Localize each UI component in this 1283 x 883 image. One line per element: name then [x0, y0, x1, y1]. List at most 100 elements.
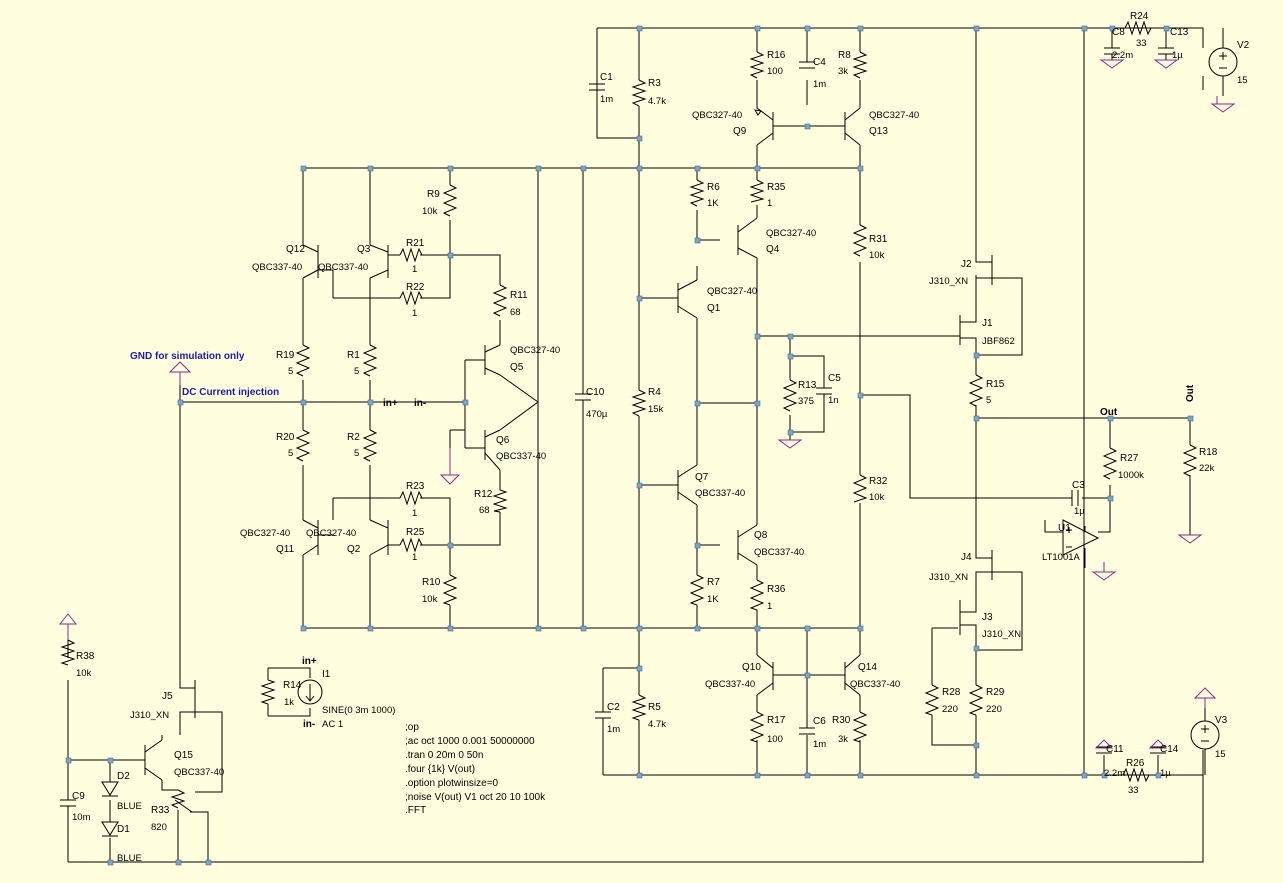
- r4-value: 15k: [648, 404, 664, 415]
- r16-value: 100: [767, 66, 783, 77]
- directive-line[interactable]: .tran 0 20m 0 50n: [405, 750, 483, 761]
- r8-name: R8: [838, 50, 851, 61]
- r35-value: 1: [767, 198, 772, 209]
- d1-value: BLUE: [117, 853, 142, 864]
- directive-line[interactable]: .option plotwinsize=0: [405, 778, 499, 789]
- dc-note: DC Current injection: [182, 387, 279, 398]
- r14-name: R14: [283, 680, 302, 691]
- spice-directives[interactable]: ;op ;ac oct 1000 0.001 50000000 .tran 0 …: [405, 722, 546, 816]
- i1-ac-value: AC 1: [322, 719, 343, 730]
- j1-name: J1: [982, 318, 993, 329]
- q10-name: Q10: [742, 662, 761, 673]
- c6-value: 1m: [813, 739, 826, 750]
- v3-value: 15: [1215, 749, 1226, 760]
- directive-line[interactable]: .FFT: [405, 805, 426, 816]
- r4-name: R4: [648, 387, 661, 398]
- q5-name: Q5: [510, 362, 524, 373]
- r14-value: 1k: [284, 697, 294, 708]
- q10-model: QBC337-40: [705, 679, 755, 690]
- r25-name: R25: [406, 527, 425, 538]
- u1-name: U1: [1058, 523, 1071, 534]
- r24-name: R24: [1130, 11, 1149, 22]
- q9-name: Q9: [733, 126, 747, 137]
- q14-model: QBC337-40: [850, 679, 900, 690]
- r16-name: R16: [767, 50, 786, 61]
- q8-name: Q8: [754, 530, 768, 541]
- u1-model: LT1001A: [1042, 552, 1081, 563]
- v2-name: V2: [1237, 40, 1250, 51]
- r29-name: R29: [986, 687, 1005, 698]
- q6-model: QBC337-40: [496, 451, 546, 462]
- ground-flags: [58, 59, 1236, 749]
- r17-value: 100: [767, 734, 783, 745]
- j2-model: J310_XN: [929, 276, 968, 287]
- r35-name: R35: [767, 182, 786, 193]
- r13-name: R13: [798, 380, 817, 391]
- j4-model: J310_XN: [929, 572, 968, 583]
- c6-name: C6: [813, 716, 826, 727]
- transistors: [144, 105, 861, 781]
- r12-name: R12: [474, 489, 493, 500]
- directive-line[interactable]: ;noise V(out) V1 oct 20 10 100k: [405, 792, 546, 803]
- q12-name: Q12: [286, 244, 305, 255]
- q3-name: Q3: [357, 244, 371, 255]
- q7-model: QBC337-40: [695, 488, 745, 499]
- r23-name: R23: [406, 481, 425, 492]
- i1-in-plus-label: in+: [302, 656, 317, 667]
- r17-name: R17: [767, 715, 786, 726]
- q6-name: Q6: [496, 435, 510, 446]
- q2-model: QBC327-40: [306, 528, 356, 539]
- q7-name: Q7: [695, 472, 709, 483]
- q4-name: Q4: [766, 244, 780, 255]
- c5-name: C5: [828, 373, 841, 384]
- v2-value: 15: [1237, 75, 1248, 86]
- j1-model: JBF862: [982, 336, 1015, 347]
- q13-name: Q13: [869, 126, 888, 137]
- j3-model: J310_XN: [982, 629, 1021, 640]
- j3-name: J3: [982, 612, 993, 623]
- v3-name: V3: [1215, 715, 1228, 726]
- r18-name: R18: [1199, 447, 1218, 458]
- directive-line[interactable]: ;op: [405, 722, 419, 733]
- r24-value: 33: [1136, 38, 1147, 49]
- r33-value: 820: [151, 822, 167, 833]
- r20-value: 5: [288, 448, 293, 459]
- junctions: [65, 25, 1194, 866]
- j2-name: J2: [961, 259, 972, 270]
- c14-value: 1µ: [1160, 768, 1171, 779]
- jfets: [179, 250, 993, 735]
- r6-value: 1K: [707, 198, 719, 209]
- c1-name: C1: [600, 72, 613, 83]
- directive-line[interactable]: ;ac oct 1000 0.001 50000000: [405, 736, 535, 747]
- directive-line[interactable]: .four {1k} V(out): [405, 764, 475, 775]
- r22-value: 1: [412, 308, 417, 319]
- r21-name: R21: [406, 238, 425, 249]
- r30-value: 3k: [838, 734, 848, 745]
- r19-name: R19: [276, 350, 295, 361]
- j5-model: J310_XN: [130, 710, 169, 721]
- r1-name: R1: [347, 350, 360, 361]
- c5-value: 1n: [828, 395, 839, 406]
- c9-value: 10m: [72, 812, 91, 823]
- in-plus-label: in+: [383, 398, 398, 409]
- capacitors: [60, 28, 1174, 815]
- c13-name: C13: [1170, 27, 1189, 38]
- r9-value: 10k: [422, 206, 438, 217]
- r5-name: R5: [648, 702, 661, 713]
- sources: [297, 28, 1238, 775]
- r11-value: 68: [510, 307, 521, 318]
- r6-name: R6: [707, 182, 720, 193]
- r8-value: 3k: [838, 66, 848, 77]
- r23-value: 1: [412, 508, 417, 519]
- r28-name: R28: [942, 687, 961, 698]
- i1-value: SINE(0 3m 1000): [322, 705, 395, 716]
- j5-name: J5: [162, 691, 173, 702]
- r10-value: 10k: [422, 594, 438, 605]
- q1-model: QBC327-40: [707, 286, 757, 297]
- diodes: [101, 781, 119, 837]
- r27-name: R27: [1120, 453, 1139, 464]
- q1-name: Q1: [707, 303, 721, 314]
- r10-name: R10: [422, 577, 441, 588]
- out-label-vertical: Out: [1185, 384, 1196, 402]
